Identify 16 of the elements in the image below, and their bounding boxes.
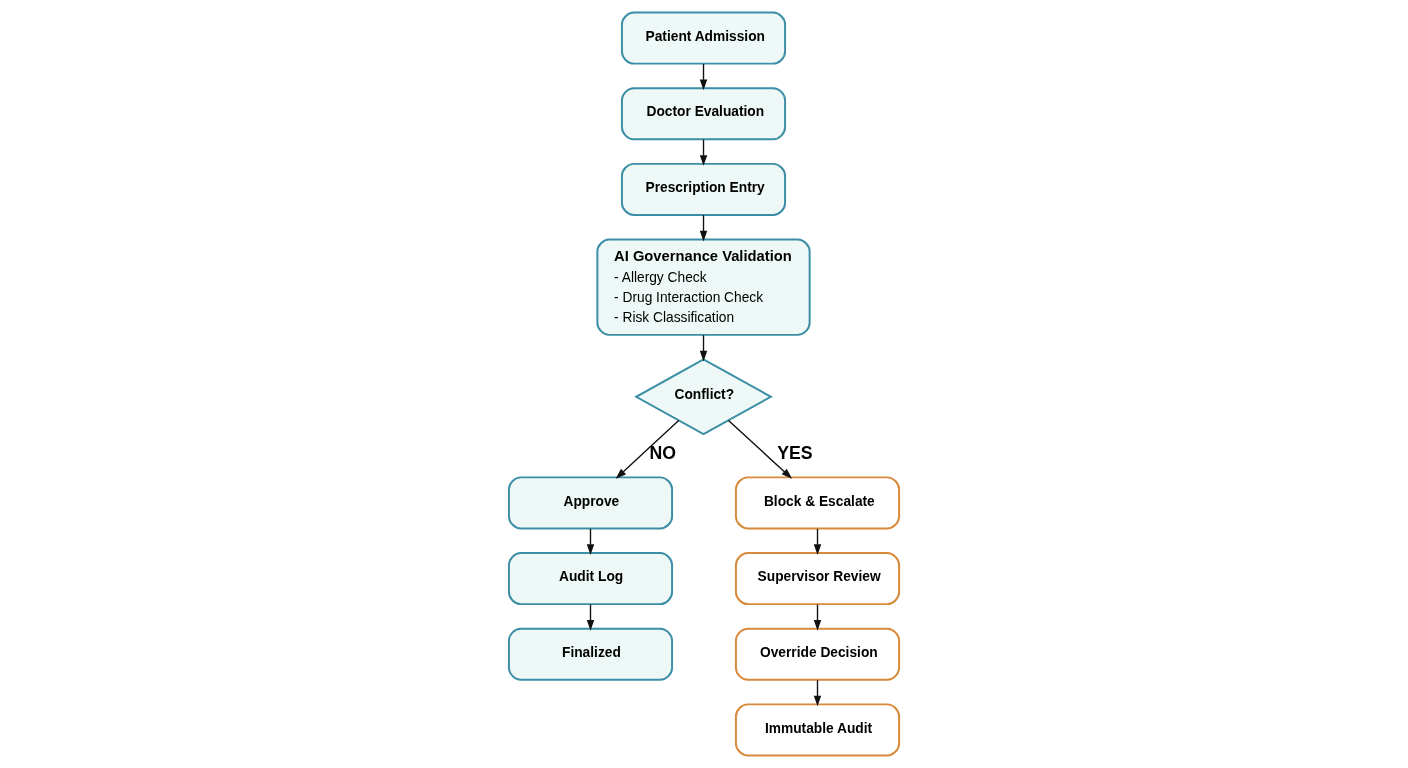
node-box: Approve xyxy=(507,476,674,530)
node-diamond: Conflict? xyxy=(634,358,773,436)
node-box: Prescription Entry xyxy=(620,162,787,216)
node-box: Patient Admission xyxy=(620,11,787,65)
node-box: Audit Log xyxy=(507,552,674,606)
node-box: AI Governance Validation - Allergy Check - Drug Interaction Check - Risk Classification xyxy=(596,238,811,336)
node-box: Supervisor Review xyxy=(734,552,901,606)
node-box: Override Decision xyxy=(734,627,901,681)
node-box: Block & Escalate xyxy=(734,476,901,530)
arrow xyxy=(615,419,680,479)
node-box: Finalized xyxy=(507,627,674,681)
node-box: Doctor Evaluation xyxy=(620,87,787,141)
edge-label: YES xyxy=(777,443,813,464)
arrow xyxy=(727,419,793,479)
edge-label: NO xyxy=(649,443,676,464)
node-box: Immutable Audit xyxy=(734,703,901,757)
